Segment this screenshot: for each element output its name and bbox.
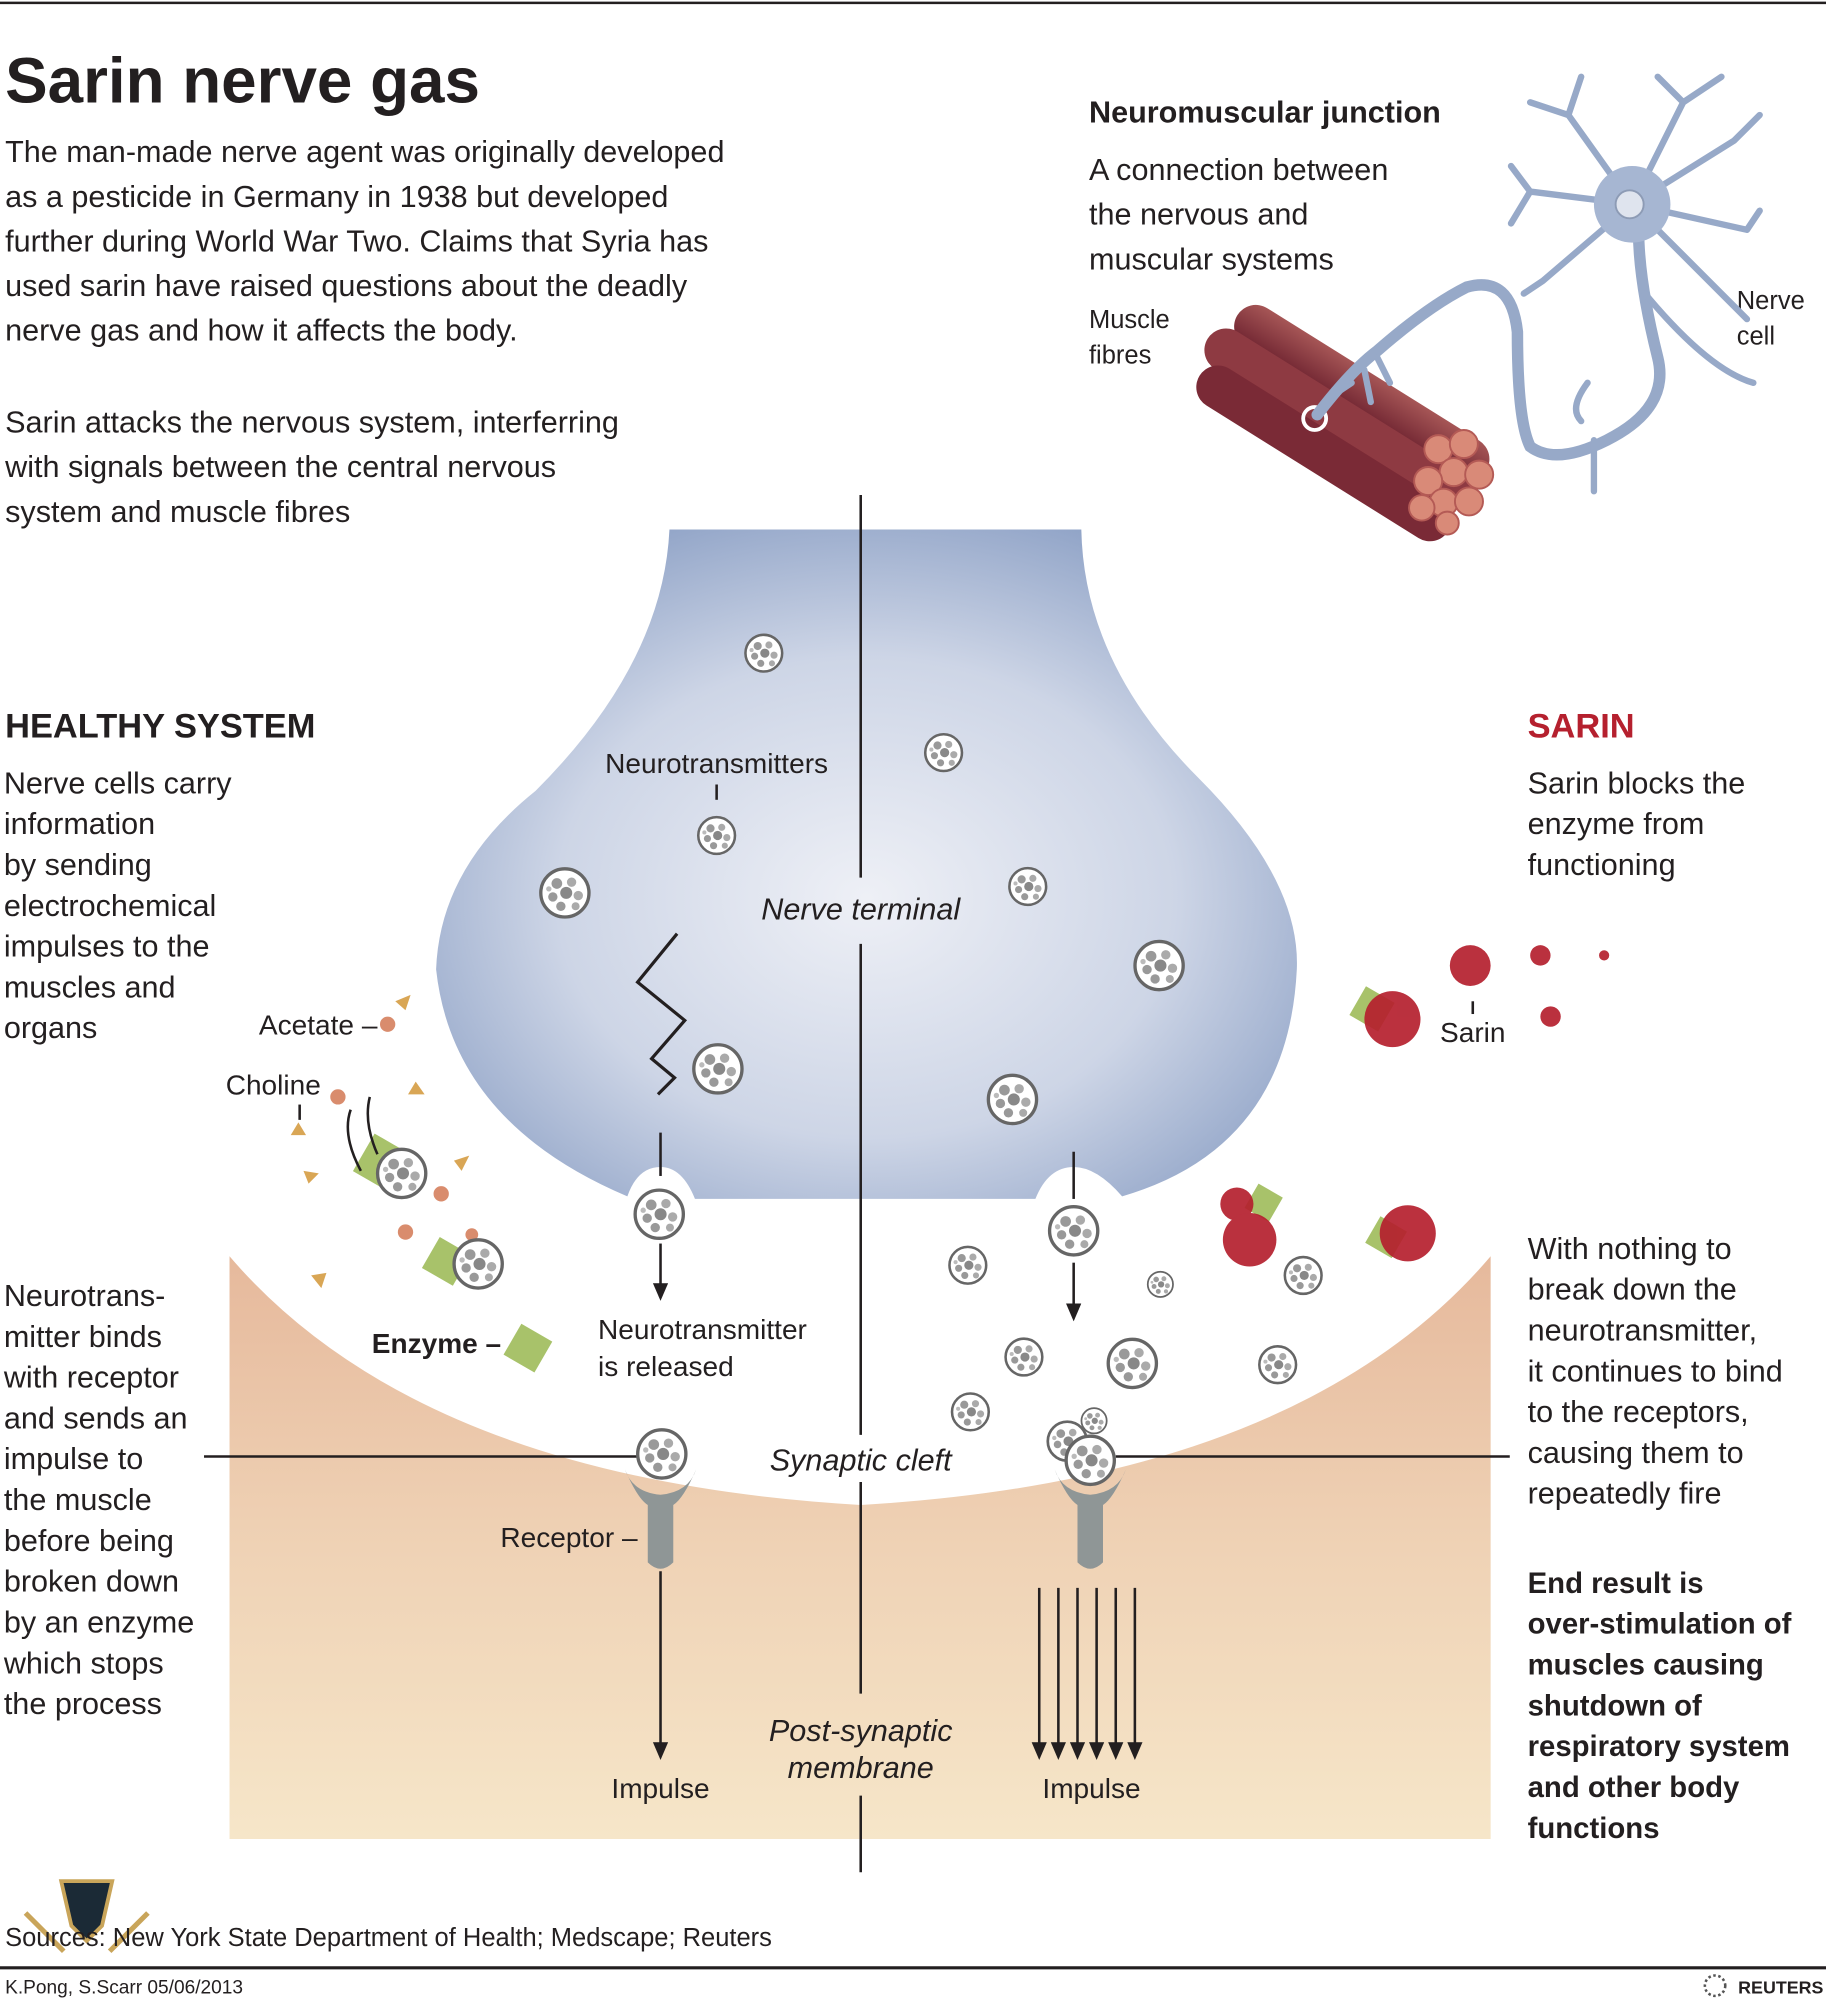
nerve-cell-illustration: [1311, 73, 1763, 495]
acetate-label: Acetate –: [259, 1009, 378, 1040]
intro2-line: system and muscle fibres: [5, 495, 350, 529]
healthy-desc2-line: Neurotrans-: [4, 1279, 166, 1313]
healthy-desc-line: organs: [4, 1011, 98, 1045]
intro-line: further during World War Two. Claims tha…: [5, 224, 708, 258]
page-title: Sarin nerve gas: [5, 44, 480, 116]
healthy-desc-line: muscles and: [4, 970, 176, 1004]
watermark-logo: [23, 1879, 150, 1954]
muscle-label: fibres: [1089, 342, 1151, 370]
intro2-line: with signals between the central nervous: [4, 450, 556, 484]
healthy-heading: HEALTHY SYSTEM: [5, 707, 315, 745]
end-result-line: and other body: [1528, 1771, 1740, 1804]
intro-line: used sarin have raised questions about t…: [5, 269, 688, 303]
choline-label: Choline: [226, 1069, 321, 1100]
healthy-desc2-line: and sends an: [4, 1401, 188, 1435]
sarin-desc2-line: causing them to: [1528, 1436, 1744, 1470]
sarin-desc2-line: With nothing to: [1528, 1232, 1732, 1266]
healthy-desc-line: electrochemical: [4, 889, 217, 923]
healthy-desc2-line: the muscle: [4, 1483, 152, 1517]
released-label: Neurotransmitter: [598, 1314, 807, 1345]
intro-line: nerve gas and how it affects the body.: [5, 314, 517, 348]
healthy-desc-line: information: [4, 807, 155, 841]
credit-text: K.Pong, S.Scarr 05/06/2013: [5, 1977, 243, 1998]
sarin-molecules: [1220, 945, 1610, 1267]
sarin-desc-line: Sarin blocks the: [1528, 766, 1746, 800]
arrows: [204, 784, 1510, 1745]
intro2-line: Sarin attacks the nervous system, interf…: [5, 406, 619, 440]
sarin-desc2-line: repeatedly fire: [1528, 1477, 1722, 1511]
healthy-desc2-line: impulse to: [4, 1442, 143, 1476]
reuters-logo-icon: [1703, 1974, 1727, 1998]
impulse-label-sarin: Impulse: [1042, 1773, 1140, 1804]
reuters-brand: REUTERS: [1738, 1977, 1823, 1997]
enzyme-icon: [503, 1323, 553, 1373]
enzyme-label: Enzyme –: [372, 1328, 501, 1359]
intro-paragraph: The man-made nerve agent was originally …: [4, 135, 724, 529]
nerve-terminal-label: Nerve terminal: [761, 893, 961, 927]
nerve-cell-label: cell: [1737, 323, 1775, 351]
receptor-label: Receptor –: [500, 1522, 638, 1553]
neurotransmitters-label: Neurotransmitters: [605, 748, 828, 779]
impulse-label-healthy: Impulse: [611, 1773, 709, 1804]
end-result-line: End result is: [1528, 1567, 1704, 1600]
receptors: [624, 1469, 1126, 1569]
muscle-label: Muscle: [1089, 306, 1170, 334]
receptor-sarin: [1054, 1469, 1126, 1569]
healthy-desc2-line: which stops: [3, 1646, 164, 1680]
sarin-molecule-label: Sarin: [1440, 1017, 1505, 1048]
sarin-desc-line: enzyme from: [1528, 807, 1705, 841]
post-synaptic-label: membrane: [788, 1751, 934, 1785]
nerve-terminal: [436, 529, 1297, 1199]
healthy-desc2-line: the process: [4, 1687, 162, 1721]
healthy-desc-line: impulses to the: [4, 930, 210, 964]
post-synaptic-label: Post-synaptic: [769, 1714, 953, 1748]
nmj-desc-line: A connection between: [1089, 153, 1388, 187]
end-result-line: shutdown of: [1528, 1689, 1702, 1722]
healthy-desc2-line: with receptor: [3, 1361, 179, 1395]
sarin-heading: SARIN: [1528, 707, 1635, 745]
end-result-line: muscles causing: [1528, 1649, 1764, 1682]
healthy-desc2-line: mitter binds: [4, 1320, 162, 1354]
synaptic-cleft-label: Synaptic cleft: [770, 1444, 953, 1478]
nmj-desc-line: muscular systems: [1089, 242, 1334, 276]
electrical-impulse-zigzag: [635, 932, 688, 1096]
sarin-desc2-line: neurotransmitter,: [1528, 1313, 1758, 1347]
muscle-fibres-illustration: [1196, 304, 1495, 542]
healthy-desc2-line: by an enzyme: [4, 1605, 194, 1639]
nmj-desc-line: the nervous and: [1089, 198, 1308, 232]
intro-line: as a pesticide in Germany in 1938 but de…: [5, 180, 668, 214]
sarin-desc2-line: break down the: [1528, 1273, 1737, 1307]
sarin-desc2-line: to the receptors,: [1528, 1395, 1749, 1429]
healthy-desc2-line: before being: [4, 1524, 174, 1558]
end-result-line: respiratory system: [1528, 1730, 1790, 1763]
healthy-desc2-line: broken down: [4, 1565, 179, 1599]
intro-line: The man-made nerve agent was originally …: [5, 135, 724, 169]
sources-text: Sources: New York State Department of He…: [5, 1924, 772, 1952]
sarin-desc-line: functioning: [1528, 848, 1676, 882]
receptor-healthy: [624, 1469, 697, 1569]
end-result-line: over-stimulation of: [1528, 1608, 1792, 1641]
nmj-heading: Neuromuscular junction: [1089, 96, 1441, 130]
sarin-desc2-line: it continues to bind: [1528, 1354, 1783, 1388]
healthy-desc-line: Nerve cells carry: [4, 766, 232, 800]
nerve-cell-label: Nerve: [1737, 287, 1805, 315]
healthy-desc-line: by sending: [4, 848, 152, 882]
end-result-line: functions: [1528, 1812, 1660, 1845]
released-label: is released: [598, 1351, 734, 1382]
